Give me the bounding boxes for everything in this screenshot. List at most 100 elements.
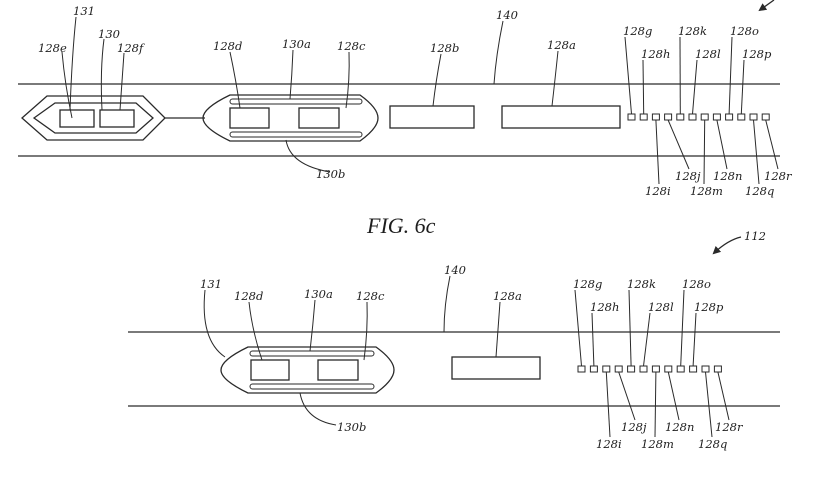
rail-130a xyxy=(249,350,375,357)
module-128c xyxy=(298,107,340,129)
leader-130b xyxy=(285,139,331,173)
label-128q: 128q xyxy=(698,437,727,451)
module-128p xyxy=(737,113,746,121)
module-128h xyxy=(639,113,648,121)
module-128g xyxy=(627,113,636,121)
leader-130a xyxy=(309,299,316,352)
leader-128h xyxy=(591,312,595,367)
module-128p xyxy=(689,365,698,373)
label-128e: 128e xyxy=(38,41,67,55)
leader-128d xyxy=(248,301,263,361)
leader-128j xyxy=(618,371,636,421)
label-128k: 128k xyxy=(678,24,707,38)
leader-128n xyxy=(716,119,728,170)
figure-bottom: 112 131 128d xyxy=(128,229,780,451)
label-128h: 128h xyxy=(641,47,670,61)
module-128m xyxy=(700,113,709,121)
leader-128d xyxy=(229,51,241,109)
module-128i xyxy=(602,365,611,373)
leader-128c xyxy=(363,301,368,361)
label-128n: 128n xyxy=(665,420,694,434)
label-130: 130 xyxy=(98,27,120,41)
leader-128i xyxy=(655,119,660,185)
leader-128i xyxy=(605,371,611,438)
vehicle-inner-hull xyxy=(32,102,154,134)
label-128j: 128j xyxy=(621,420,647,434)
vehicle-131 xyxy=(21,95,166,141)
leader-128p xyxy=(740,59,745,115)
label-130a: 130a xyxy=(304,287,333,301)
label-131: 131 xyxy=(73,4,95,18)
reference-arrow xyxy=(758,0,775,12)
leader-128o xyxy=(680,289,685,367)
leader-128c xyxy=(345,51,350,109)
module-128m xyxy=(651,365,660,373)
module-128g xyxy=(577,365,586,373)
label-130b: 130b xyxy=(337,420,366,434)
label-131: 131 xyxy=(200,277,222,291)
module-128j xyxy=(614,365,623,373)
leader-128m xyxy=(703,119,706,185)
leader-128m xyxy=(654,371,657,438)
label-128o: 128o xyxy=(730,24,759,38)
label-140: 140 xyxy=(444,263,466,277)
leader-128h xyxy=(642,59,645,115)
label-128l: 128l xyxy=(695,47,721,61)
label-128o: 128o xyxy=(682,277,711,291)
module-128i xyxy=(651,113,660,121)
module-128a xyxy=(501,105,621,129)
label-128g: 128g xyxy=(623,24,652,38)
leader-128q xyxy=(753,119,760,185)
module-128l xyxy=(639,365,648,373)
label-128g: 128g xyxy=(573,277,602,291)
label-112: 112 xyxy=(744,229,766,243)
leader-lines xyxy=(203,275,501,426)
label-128c: 128c xyxy=(356,289,385,303)
rail-130a xyxy=(229,98,363,105)
capsule-hull xyxy=(220,346,395,394)
label-128k: 128k xyxy=(627,277,656,291)
small-module-labels: 128g128h128i128j128k128l128m128n128o128p… xyxy=(623,24,793,198)
leader-128l xyxy=(692,59,698,115)
module-128h xyxy=(589,365,598,373)
figure-caption: FIG. 6c xyxy=(366,213,436,238)
label-128m: 128m xyxy=(690,184,723,198)
label-128b: 128b xyxy=(430,41,459,55)
module-128b xyxy=(389,105,475,129)
leader-128r xyxy=(765,119,779,170)
leader-128e xyxy=(61,51,73,119)
label-128c: 128c xyxy=(337,39,366,53)
labels: 131 128d 130a 128c 140 128a 130b xyxy=(200,263,522,434)
vehicle-130 xyxy=(202,94,379,142)
module-128n xyxy=(664,365,673,373)
leader-130 xyxy=(100,38,105,111)
label-128n: 128n xyxy=(713,169,742,183)
leader-128a xyxy=(551,50,559,107)
module-128r xyxy=(761,113,770,121)
label-128i: 128i xyxy=(645,184,671,198)
label-128m: 128m xyxy=(641,437,674,451)
label-128d: 128d xyxy=(213,39,242,53)
module-128d xyxy=(250,359,290,381)
module-128a xyxy=(451,356,541,380)
module-128c xyxy=(317,359,359,381)
leader-lines xyxy=(61,16,559,173)
module-128k xyxy=(627,365,636,373)
small-module-labels: 128g128h128i128j128k128l128m128n128o128p… xyxy=(573,277,744,451)
label-128a: 128a xyxy=(547,38,576,52)
module-128d xyxy=(229,107,270,129)
leader-130a xyxy=(289,49,294,100)
leader-128l xyxy=(643,312,651,367)
module-128l xyxy=(688,113,697,121)
module-128k xyxy=(676,113,685,121)
label-128i: 128i xyxy=(596,437,622,451)
label-140: 140 xyxy=(496,8,518,22)
label-128p: 128p xyxy=(694,300,724,314)
label-128r: 128r xyxy=(715,420,744,434)
label-128d: 128d xyxy=(234,289,263,303)
figure-6c: 131 130 128e 128f 128d 130a 128c 128b 14… xyxy=(18,0,793,238)
label-128a: 128a xyxy=(493,289,522,303)
module-128n xyxy=(712,113,721,121)
